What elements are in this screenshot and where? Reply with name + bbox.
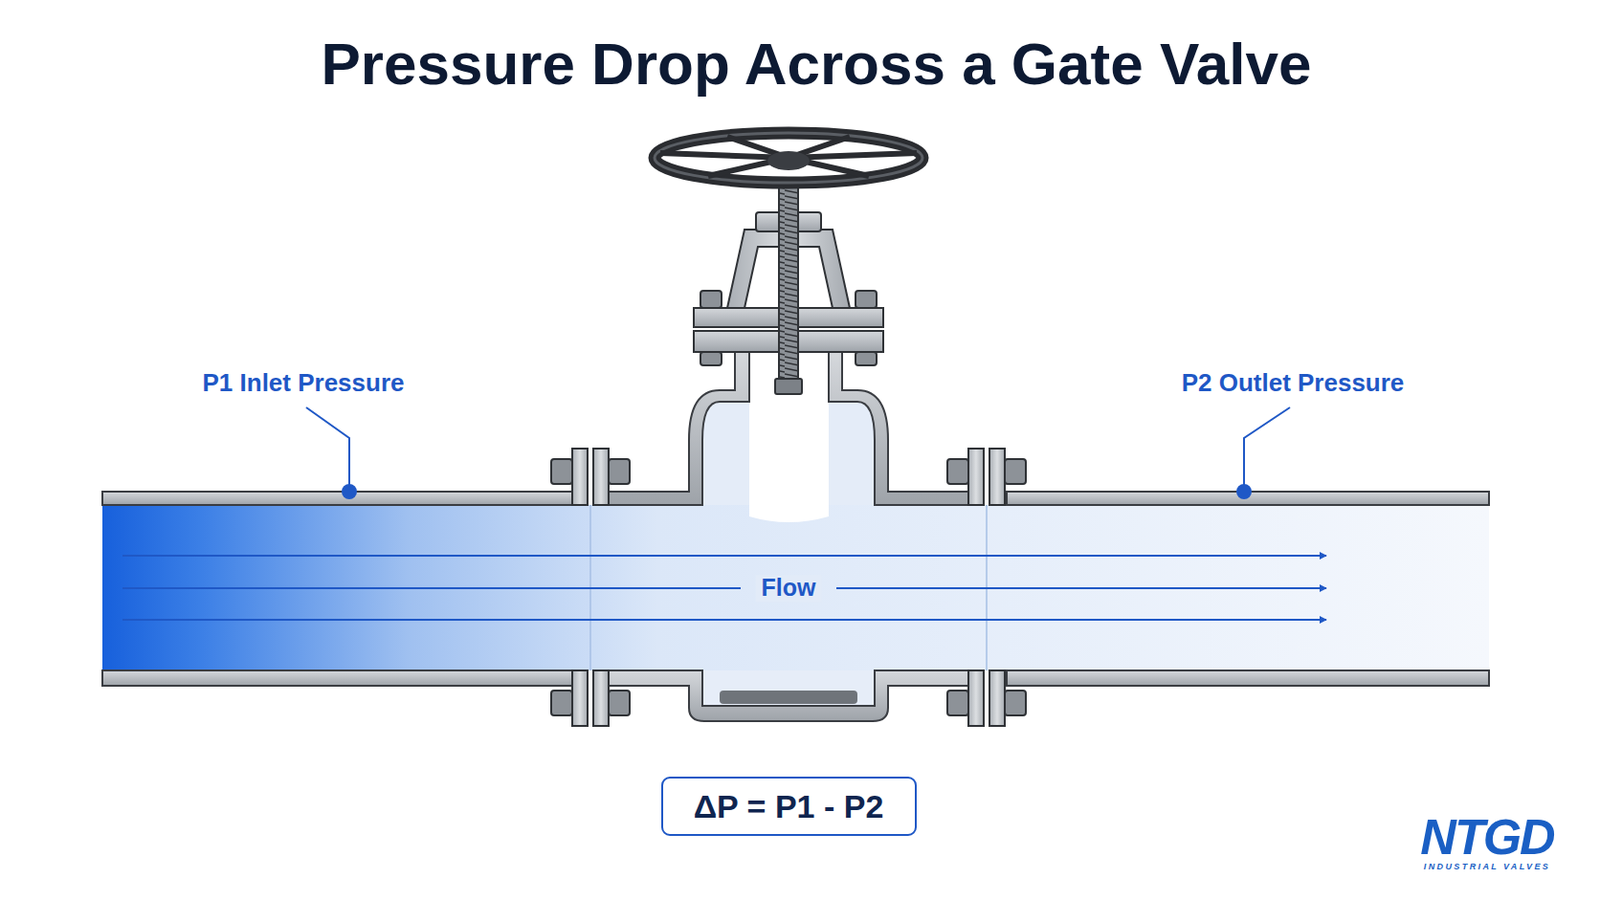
flow-line — [122, 555, 1327, 557]
bolt-nut — [947, 459, 969, 485]
diagram-title: Pressure Drop Across a Gate Valve — [320, 29, 1312, 98]
flange — [572, 670, 588, 727]
pipe — [102, 491, 1489, 687]
flange — [968, 670, 984, 727]
bolt-nut — [608, 690, 630, 716]
pipe-wall — [102, 491, 575, 506]
wheel-hub — [767, 151, 810, 171]
flange — [593, 670, 609, 727]
handwheel — [654, 133, 923, 183]
flow-arrows — [122, 555, 1327, 621]
stem — [778, 177, 799, 381]
bolt-nut — [551, 459, 573, 485]
fluid-body — [102, 505, 1489, 671]
pressure-label: P2 Outlet Pressure — [1181, 369, 1405, 398]
flange — [989, 448, 1005, 506]
flow-line — [122, 619, 1327, 622]
wheel-rim-highlight — [654, 133, 923, 183]
logo-mark: NTGD — [1420, 810, 1554, 866]
bolt-nut — [1004, 690, 1026, 716]
flange — [593, 448, 609, 506]
leaders — [306, 407, 1290, 487]
flange — [989, 670, 1005, 727]
bolt-nut — [700, 352, 722, 366]
pipe-wall — [102, 670, 575, 687]
bolt-nut — [1004, 459, 1026, 485]
bolt-nut — [855, 352, 877, 366]
wheel-spokes — [660, 136, 917, 177]
wheel-rim — [654, 133, 923, 183]
gate-slot — [749, 363, 829, 523]
pressure-tap — [341, 484, 357, 500]
pressure-tap — [1236, 484, 1252, 500]
stem-nut — [775, 378, 802, 395]
bolt-nut — [947, 690, 969, 716]
bolt-nut — [700, 290, 722, 309]
equation-box: ΔP = P1 - P2 — [661, 777, 917, 837]
equation-text: ΔP = P1 - P2 — [693, 788, 885, 826]
body-seat — [719, 690, 858, 705]
flange — [572, 448, 588, 506]
fluid — [102, 363, 1489, 707]
flow-line — [122, 587, 741, 590]
body-bottom — [608, 670, 969, 722]
body-wall — [828, 352, 969, 506]
bonnet — [693, 177, 884, 395]
leader-line — [1244, 407, 1290, 487]
flow-label: Flow — [755, 575, 823, 602]
pipe-wall — [1006, 670, 1489, 687]
leader-line — [306, 407, 350, 487]
bolt-nut — [855, 290, 877, 309]
pressure-label: P1 Inlet Pressure — [202, 369, 405, 398]
cavity-bottom-fluid — [702, 670, 875, 707]
flange — [968, 448, 984, 506]
body-wall — [608, 352, 750, 506]
valve-body — [608, 352, 969, 722]
flow-line — [836, 587, 1327, 590]
bolt-nut — [551, 690, 573, 716]
logo-subtitle: INDUSTRIAL VALVES — [1423, 863, 1551, 873]
bolt-nut — [608, 459, 630, 485]
